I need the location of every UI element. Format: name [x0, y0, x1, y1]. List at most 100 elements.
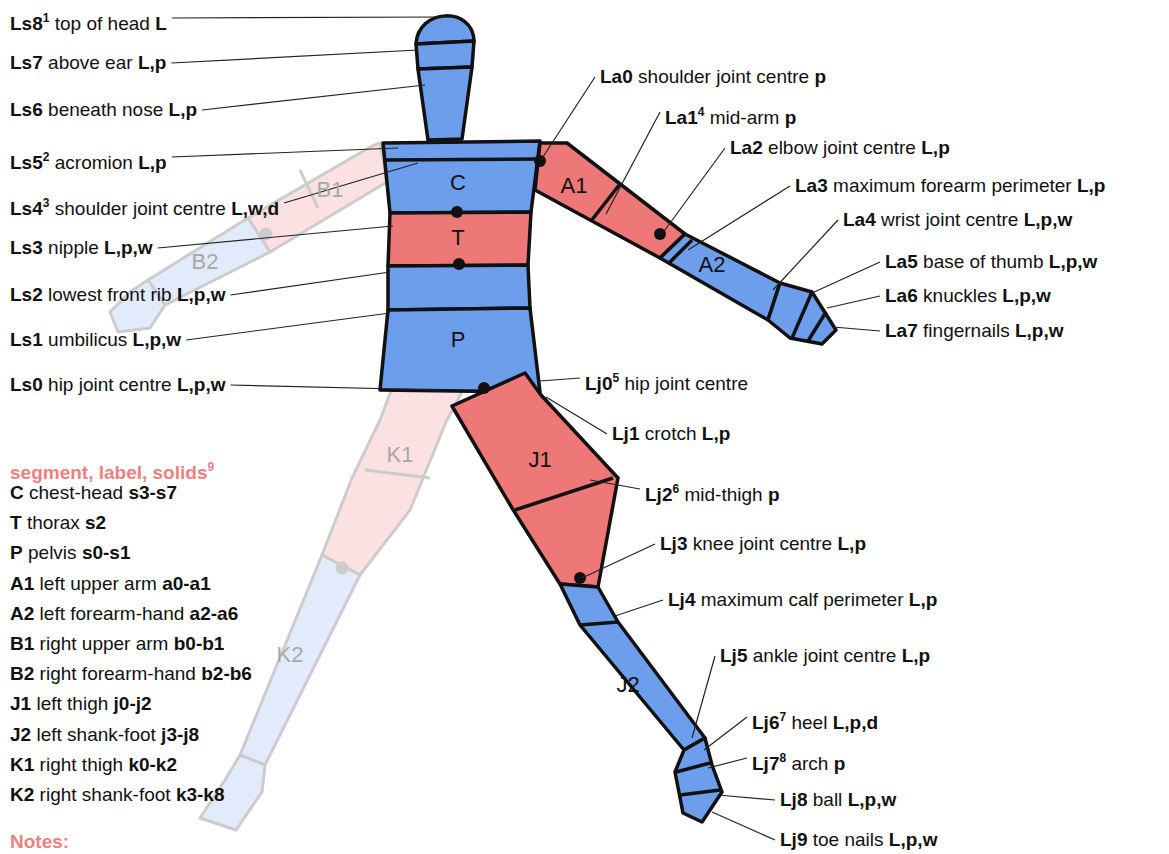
label-flags: L,p [921, 137, 950, 158]
leader-line [186, 313, 390, 340]
label-flags: k0-k2 [128, 754, 177, 775]
label-text: hip joint centre [624, 373, 748, 394]
label-flags: b0-b1 [174, 633, 225, 654]
callout-label: Lj05hip joint centre [585, 367, 748, 395]
leader-line [541, 77, 595, 160]
figure-part [240, 555, 360, 765]
figure-part [680, 790, 720, 795]
label-text: right forearm-hand [40, 663, 196, 684]
segment-label: J2 [613, 672, 642, 698]
segment-letter: K2 [277, 642, 304, 667]
leader-line [231, 385, 440, 390]
figure-part [451, 206, 463, 218]
segment-letter: A1 [561, 173, 588, 198]
leader-line [582, 544, 655, 578]
label-code: Ls8 [10, 13, 43, 34]
label-code: La7 [885, 320, 918, 341]
label-flags: L,p,w [1002, 285, 1051, 306]
callout-label: Ls2lowest front ribL,p,w [10, 284, 225, 306]
legend-row: K2right shank-footk3-k8 [10, 784, 225, 806]
label-flags: L,p [138, 152, 167, 173]
leader-line [590, 480, 640, 489]
figure-part [675, 738, 722, 822]
label-text: above ear [48, 52, 133, 73]
legend-row: A2left forearm-handa2-a6 [10, 603, 238, 625]
label-flags: L,p,w [177, 284, 226, 305]
label-text: left shank-foot [36, 724, 155, 745]
callout-label: La6knucklesL,p,w [885, 285, 1051, 307]
label-text: lowest front rib [48, 284, 172, 305]
segment-letter: C [450, 170, 466, 195]
label-flags: L,p,w [848, 789, 897, 810]
label-flags: L,p,w [889, 829, 938, 850]
legend-row: Tthoraxs2 [10, 512, 106, 534]
label-text: top of head [55, 13, 150, 34]
label-flags: L,p [838, 533, 867, 554]
label-flags: L,p,w [133, 329, 182, 350]
label-flags: k3-k8 [176, 784, 225, 805]
segment-label: C [447, 170, 469, 196]
label-text: chest-head [29, 482, 123, 503]
leader-line [171, 50, 418, 63]
leader-line [718, 795, 775, 800]
label-text: heel [791, 712, 827, 733]
label-code: Lj9 [780, 829, 807, 850]
callout-label: Ls1umbilicusL,p,w [10, 329, 181, 351]
leader-line [172, 148, 398, 157]
label-text: maximum calf perimeter [701, 589, 904, 610]
label-text: hip joint centre [48, 374, 172, 395]
label-text: crotch [645, 423, 697, 444]
label-code: segment, label, solids [10, 462, 207, 483]
figure-part [574, 572, 586, 584]
figure-part [560, 584, 705, 750]
legend-row: A1left upper arma0-a1 [10, 573, 211, 595]
label-text: fingernails [923, 320, 1010, 341]
label-text: toe nails [813, 829, 884, 850]
callout-label: Lj4maximum calf perimeterL,p [668, 589, 937, 611]
figure-part [365, 470, 430, 478]
segment-letter: P [451, 327, 466, 352]
label-text: shoulder joint centre [55, 198, 226, 219]
label-flags: p [785, 107, 797, 128]
body-segments [380, 16, 836, 822]
label-flags: p [834, 753, 846, 774]
callout-label: La14mid-armp [665, 101, 796, 129]
label-text: arch [791, 753, 828, 774]
figure-part [676, 763, 710, 772]
leader-line [704, 717, 747, 750]
callout-label: Lj8ballL,p,w [780, 789, 896, 811]
figure-part [792, 292, 812, 338]
leader-line [812, 262, 880, 293]
label-text: mid-arm [710, 107, 780, 128]
label-text: wrist joint centre [881, 209, 1018, 230]
label-text: maximum forearm perimeter [833, 175, 1072, 196]
segment-label: A1 [558, 173, 591, 199]
label-code: La5 [885, 251, 918, 272]
label-code: Ls2 [10, 284, 43, 305]
label-code: Lj2 [645, 484, 672, 505]
label-code: A2 [10, 603, 34, 624]
callout-label: Lj9 toe nailsL,p,w [780, 829, 937, 851]
label-code: Ls6 [10, 99, 43, 120]
callout-label: La2elbow joint centreL,p [730, 137, 950, 159]
note-number: 5 [612, 371, 619, 385]
note-number: 2 [43, 150, 50, 164]
figure-part [654, 228, 666, 240]
figure-part [388, 212, 531, 266]
label-code: La0 [600, 66, 633, 87]
figure-part [418, 67, 472, 140]
label-code: B2 [10, 663, 34, 684]
leader-line [546, 397, 607, 434]
label-code: J2 [10, 724, 31, 745]
figure-part [384, 159, 539, 160]
segment-letter: K1 [387, 442, 414, 467]
leader-line [202, 85, 425, 110]
label-text: beneath nose [48, 99, 163, 120]
leader-line [712, 812, 775, 840]
label-flags: L,p [1077, 175, 1106, 196]
note-number: 8 [779, 751, 786, 765]
label-code: K2 [10, 784, 34, 805]
label-flags: s0-s1 [82, 542, 131, 563]
figure-part [660, 234, 780, 320]
label-flags: L,p [169, 99, 198, 120]
